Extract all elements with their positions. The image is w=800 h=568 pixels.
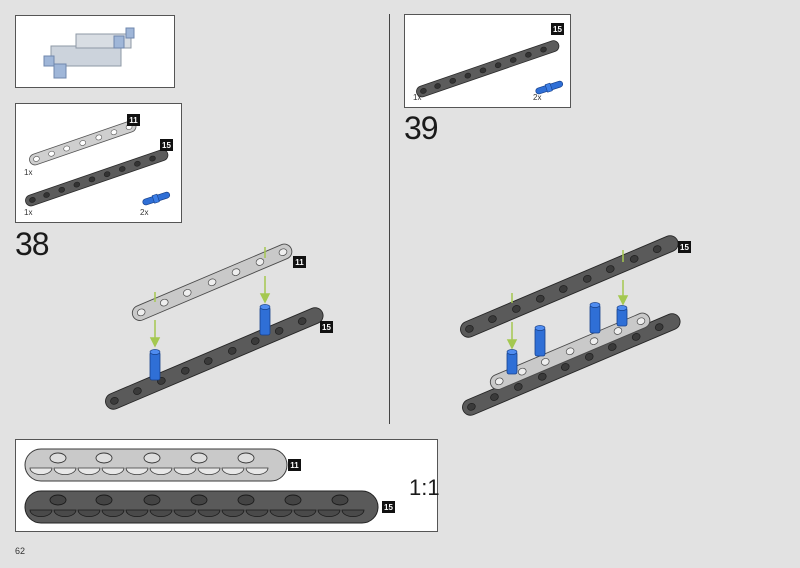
part-qty-blue-pin: 2x (533, 93, 542, 102)
scale-beams (24, 448, 379, 524)
overview-model-image (43, 27, 135, 79)
part-badge-11: 11 (127, 114, 140, 126)
step-number-38: 38 (15, 226, 50, 262)
blue-pin (616, 305, 628, 327)
scale-label: 1:1 (409, 475, 440, 500)
scale-badge-11: 11 (288, 459, 301, 471)
part-qty-dark-beam: 1x (413, 93, 422, 102)
blue-pin (534, 325, 546, 357)
scale-reference-box: 11 15 1:1 (15, 439, 440, 532)
blue-pin (259, 304, 271, 336)
callout-badge-15: 15 (320, 321, 333, 333)
blue-pin (506, 349, 518, 375)
step-divider (389, 14, 390, 424)
dark-beam-15-part (416, 40, 564, 98)
part-badge-15: 15 (160, 139, 173, 151)
blue-pin (149, 349, 161, 381)
part-badge-15: 15 (551, 23, 564, 35)
scale-badge-15: 15 (382, 501, 395, 513)
part-qty-blue-pin: 2x (140, 208, 149, 217)
part-qty-dark-beam: 1x (24, 208, 33, 217)
light-beam-11-part (25, 120, 171, 207)
blue-pin (589, 302, 601, 334)
overview-box (15, 15, 175, 88)
parts-box-38: 11 15 1x 1x 2x (15, 103, 182, 223)
page-number: 62 (15, 546, 26, 556)
callout-badge-15: 15 (678, 241, 691, 253)
step-number-39: 39 (404, 110, 439, 146)
parts-box-39: 15 1x 2x (404, 14, 571, 108)
callout-badge-11: 11 (293, 256, 306, 268)
part-qty-light-beam: 1x (24, 168, 33, 177)
